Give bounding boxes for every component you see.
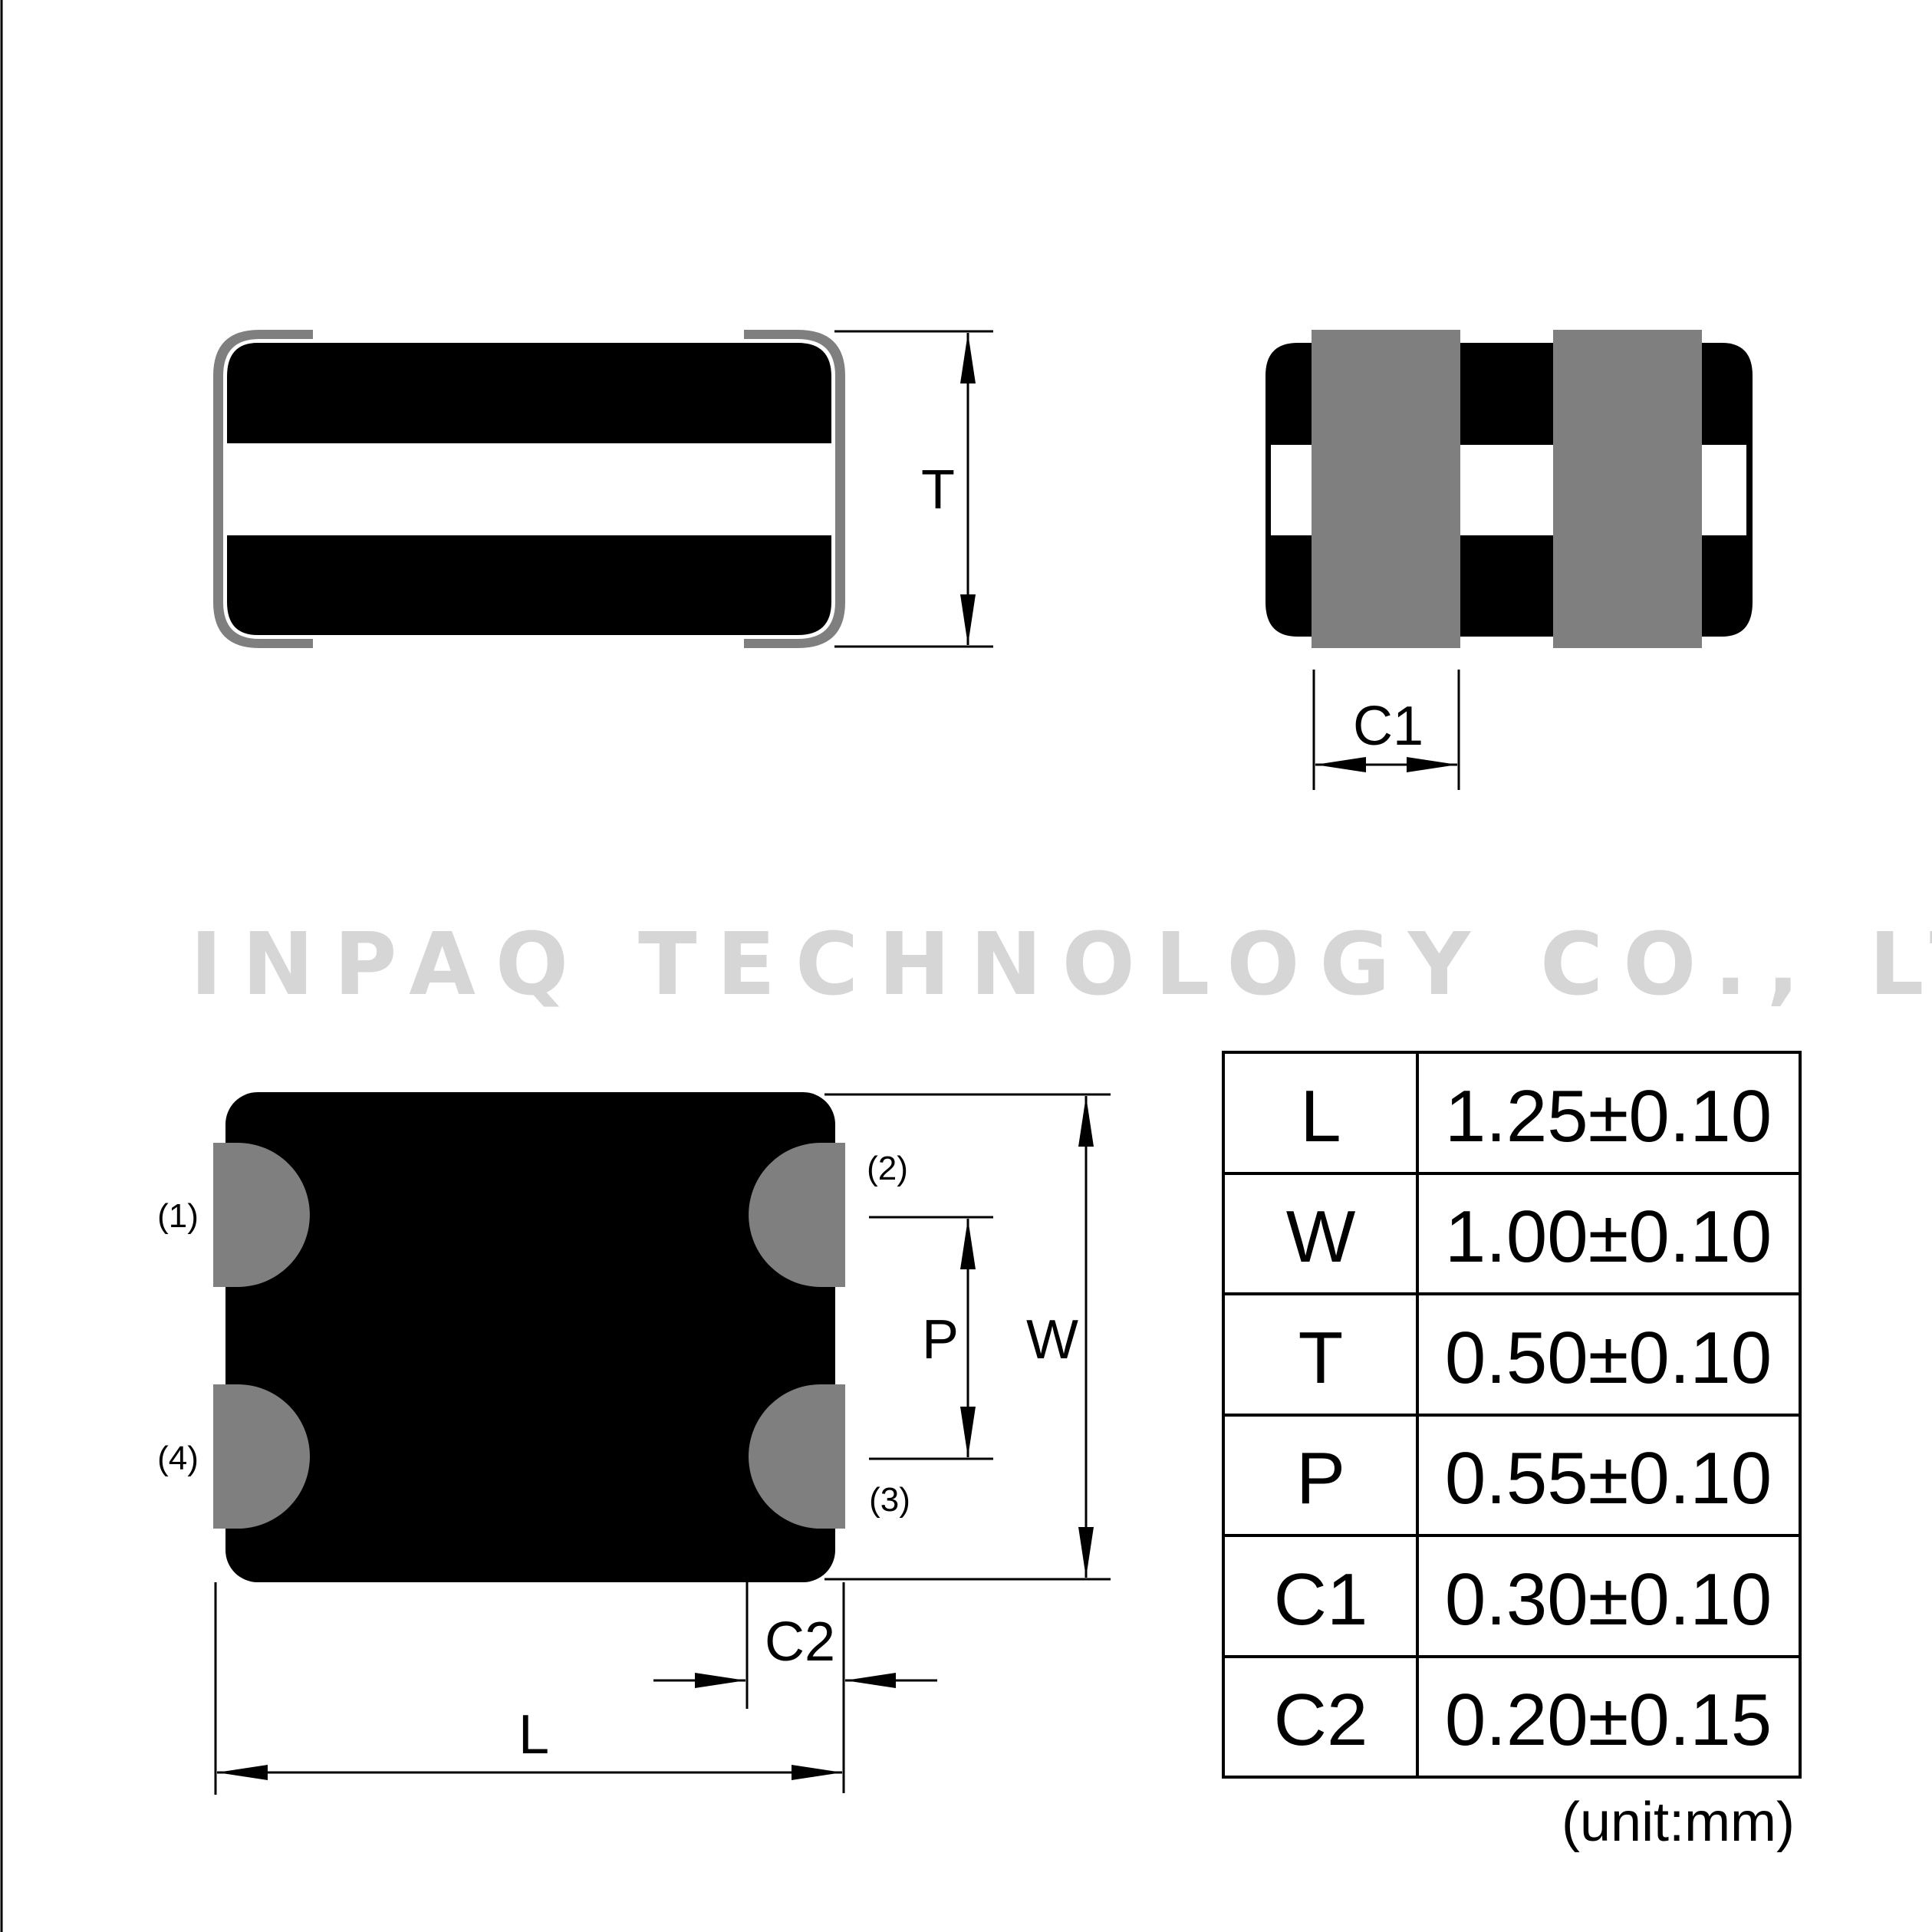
- end-c1-arrow-left: [1315, 757, 1366, 772]
- side-t-label: T: [921, 459, 955, 521]
- end-c1-label: C1: [1353, 696, 1423, 757]
- table-value-cell: 0.20±0.15: [1445, 1679, 1772, 1761]
- side-body-top-band: [227, 343, 831, 443]
- table-symbol-cell: C1: [1274, 1558, 1368, 1641]
- table-value-cell: 0.50±0.10: [1445, 1317, 1772, 1399]
- top-l-arrow-left: [217, 1765, 268, 1780]
- end-window-middle: [1457, 445, 1555, 535]
- top-w-arrow-bottom: [1078, 1527, 1094, 1578]
- top-view: (1) (2) (3) (4) P W C2 L: [157, 1092, 1111, 1795]
- unit-note: (unit:mm): [1562, 1792, 1795, 1853]
- end-terminal-right: [1553, 330, 1702, 648]
- top-body: [225, 1092, 835, 1582]
- side-right-terminal: [744, 330, 845, 648]
- table-value-cell: 1.00±0.10: [1445, 1196, 1772, 1278]
- pad-4: [213, 1384, 310, 1529]
- side-t-arrow-top: [960, 333, 976, 383]
- top-l-arrow-right: [792, 1765, 842, 1780]
- pin-label-1: (1): [157, 1197, 199, 1235]
- side-t-arrow-bottom: [960, 594, 976, 645]
- pin-label-3: (3): [869, 1481, 910, 1519]
- side-left-terminal: [213, 330, 313, 648]
- top-p-arrow-bottom: [960, 1407, 976, 1457]
- top-l-label: L: [518, 1704, 549, 1766]
- side-view: T: [213, 330, 993, 648]
- end-view: C1: [1266, 330, 1753, 790]
- pad-1: [213, 1143, 310, 1287]
- table-symbol-cell: C2: [1274, 1679, 1368, 1761]
- watermark-text: INPAQ TECHNOLOGY CO., LTD.: [190, 915, 1932, 1015]
- table-value-cell: 0.30±0.10: [1445, 1558, 1772, 1641]
- pad-3: [749, 1384, 845, 1529]
- end-c1-arrow-right: [1407, 757, 1457, 772]
- top-c2-arrow-right: [845, 1673, 896, 1688]
- pad-2: [749, 1143, 845, 1287]
- table-symbol-cell: T: [1298, 1317, 1344, 1399]
- pin-label-4: (4): [157, 1440, 199, 1477]
- top-w-arrow-top: [1078, 1096, 1094, 1147]
- top-p-arrow-top: [960, 1219, 976, 1269]
- end-window-right: [1699, 445, 1746, 535]
- dimension-table: L 1.25±0.10 W 1.00±0.10 T 0.50±0.10 P 0.…: [1222, 1051, 1802, 1853]
- pin-label-2: (2): [867, 1150, 908, 1187]
- end-terminal-left: [1312, 330, 1460, 648]
- top-c2-label: C2: [765, 1611, 835, 1673]
- table-symbol-cell: W: [1286, 1196, 1356, 1278]
- table-symbol-cell: P: [1296, 1437, 1345, 1519]
- top-p-label: P: [922, 1309, 959, 1371]
- table-value-cell: 1.25±0.10: [1445, 1075, 1772, 1157]
- table-value-cell: 0.55±0.10: [1445, 1437, 1772, 1519]
- top-w-label: W: [1026, 1309, 1078, 1371]
- end-window-left: [1271, 445, 1314, 535]
- side-body-bottom-band: [227, 535, 831, 635]
- table-symbol-cell: L: [1300, 1075, 1341, 1157]
- top-c2-arrow-left: [695, 1673, 745, 1688]
